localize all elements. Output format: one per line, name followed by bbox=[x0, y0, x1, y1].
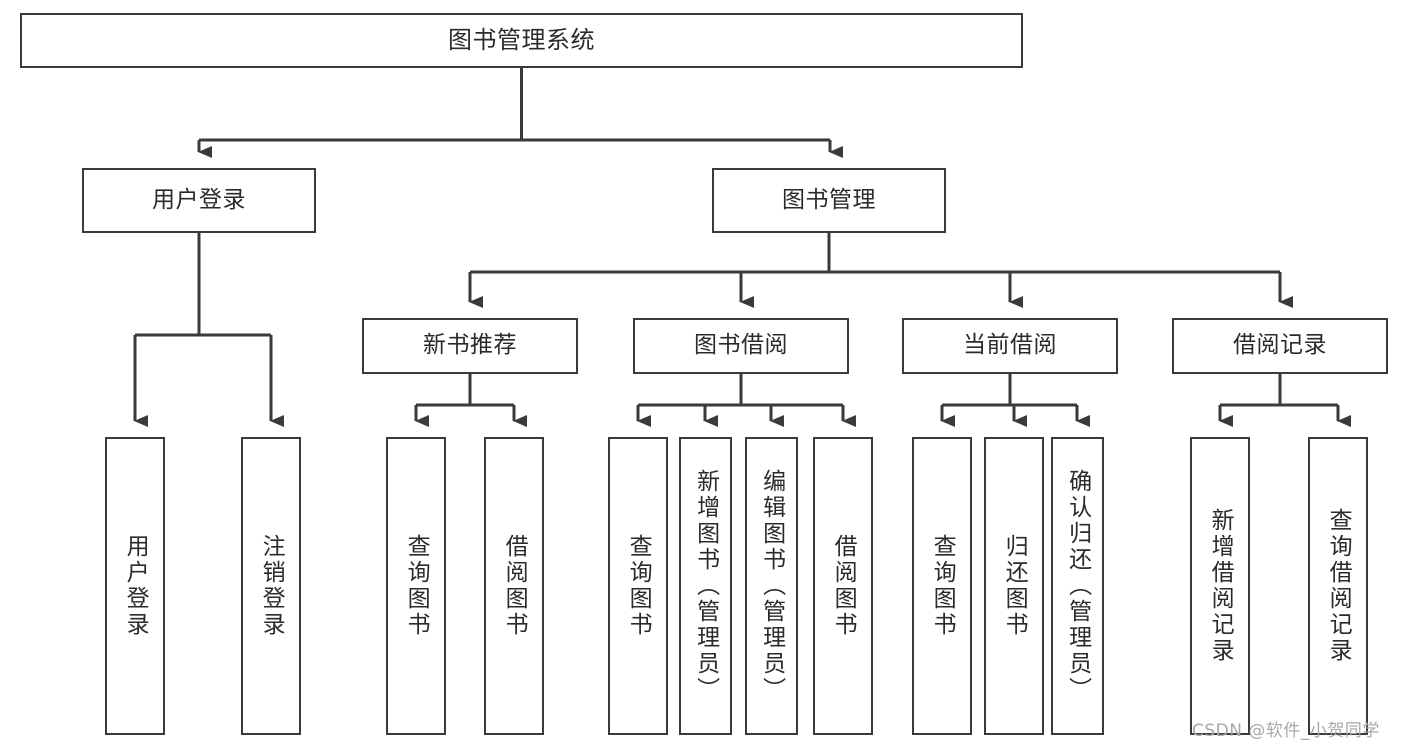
leaf-add-book-label: 新增图书（管理员） bbox=[692, 469, 719, 703]
leaf-query-record[interactable]: 查询借阅记录 bbox=[1308, 437, 1368, 735]
node-current-borrow[interactable]: 当前借阅 bbox=[902, 318, 1118, 374]
leaf-user-login[interactable]: 用户登录 bbox=[105, 437, 165, 735]
node-book-manage-label: 图书管理 bbox=[782, 186, 876, 213]
node-borrow-record-label: 借阅记录 bbox=[1233, 332, 1327, 359]
node-root-label: 图书管理系统 bbox=[448, 26, 595, 55]
leaf-borrow-book-1[interactable]: 借阅图书 bbox=[484, 437, 544, 735]
node-new-book-rec-label: 新书推荐 bbox=[423, 332, 517, 359]
leaf-confirm-return[interactable]: 确认归还（管理员） bbox=[1051, 437, 1104, 735]
leaf-edit-book-label: 编辑图书（管理员） bbox=[758, 469, 785, 703]
leaf-query-book-3-label: 查询图书 bbox=[929, 534, 956, 638]
leaf-add-record[interactable]: 新增借阅记录 bbox=[1190, 437, 1250, 735]
node-user-login[interactable]: 用户登录 bbox=[82, 168, 316, 233]
node-root[interactable]: 图书管理系统 bbox=[20, 13, 1023, 68]
leaf-user-login-label: 用户登录 bbox=[122, 534, 149, 638]
leaf-return-book-label: 归还图书 bbox=[1001, 534, 1028, 638]
leaf-borrow-book-2[interactable]: 借阅图书 bbox=[813, 437, 873, 735]
node-current-borrow-label: 当前借阅 bbox=[963, 332, 1057, 359]
leaf-query-book-1-label: 查询图书 bbox=[403, 534, 430, 638]
leaf-add-record-label: 新增借阅记录 bbox=[1207, 508, 1234, 664]
leaf-edit-book[interactable]: 编辑图书（管理员） bbox=[745, 437, 798, 735]
node-borrow-record[interactable]: 借阅记录 bbox=[1172, 318, 1388, 374]
leaf-query-book-3[interactable]: 查询图书 bbox=[912, 437, 972, 735]
leaf-borrow-book-2-label: 借阅图书 bbox=[830, 534, 857, 638]
csdn-watermark: CSDN @软件_小贺同学 bbox=[1192, 721, 1380, 741]
node-book-manage[interactable]: 图书管理 bbox=[712, 168, 946, 233]
leaf-query-book-1[interactable]: 查询图书 bbox=[386, 437, 446, 735]
leaf-add-book[interactable]: 新增图书（管理员） bbox=[679, 437, 732, 735]
leaf-query-book-2-label: 查询图书 bbox=[625, 534, 652, 638]
leaf-return-book[interactable]: 归还图书 bbox=[984, 437, 1044, 735]
leaf-borrow-book-1-label: 借阅图书 bbox=[501, 534, 528, 638]
leaf-logout[interactable]: 注销登录 bbox=[241, 437, 301, 735]
leaf-confirm-return-label: 确认归还（管理员） bbox=[1064, 469, 1091, 703]
node-user-login-label: 用户登录 bbox=[152, 186, 246, 213]
leaf-query-book-2[interactable]: 查询图书 bbox=[608, 437, 668, 735]
node-book-borrow-label: 图书借阅 bbox=[694, 332, 788, 359]
node-book-borrow[interactable]: 图书借阅 bbox=[633, 318, 849, 374]
leaf-query-record-label: 查询借阅记录 bbox=[1325, 508, 1352, 664]
node-new-book-rec[interactable]: 新书推荐 bbox=[362, 318, 578, 374]
leaf-logout-label: 注销登录 bbox=[258, 534, 285, 638]
